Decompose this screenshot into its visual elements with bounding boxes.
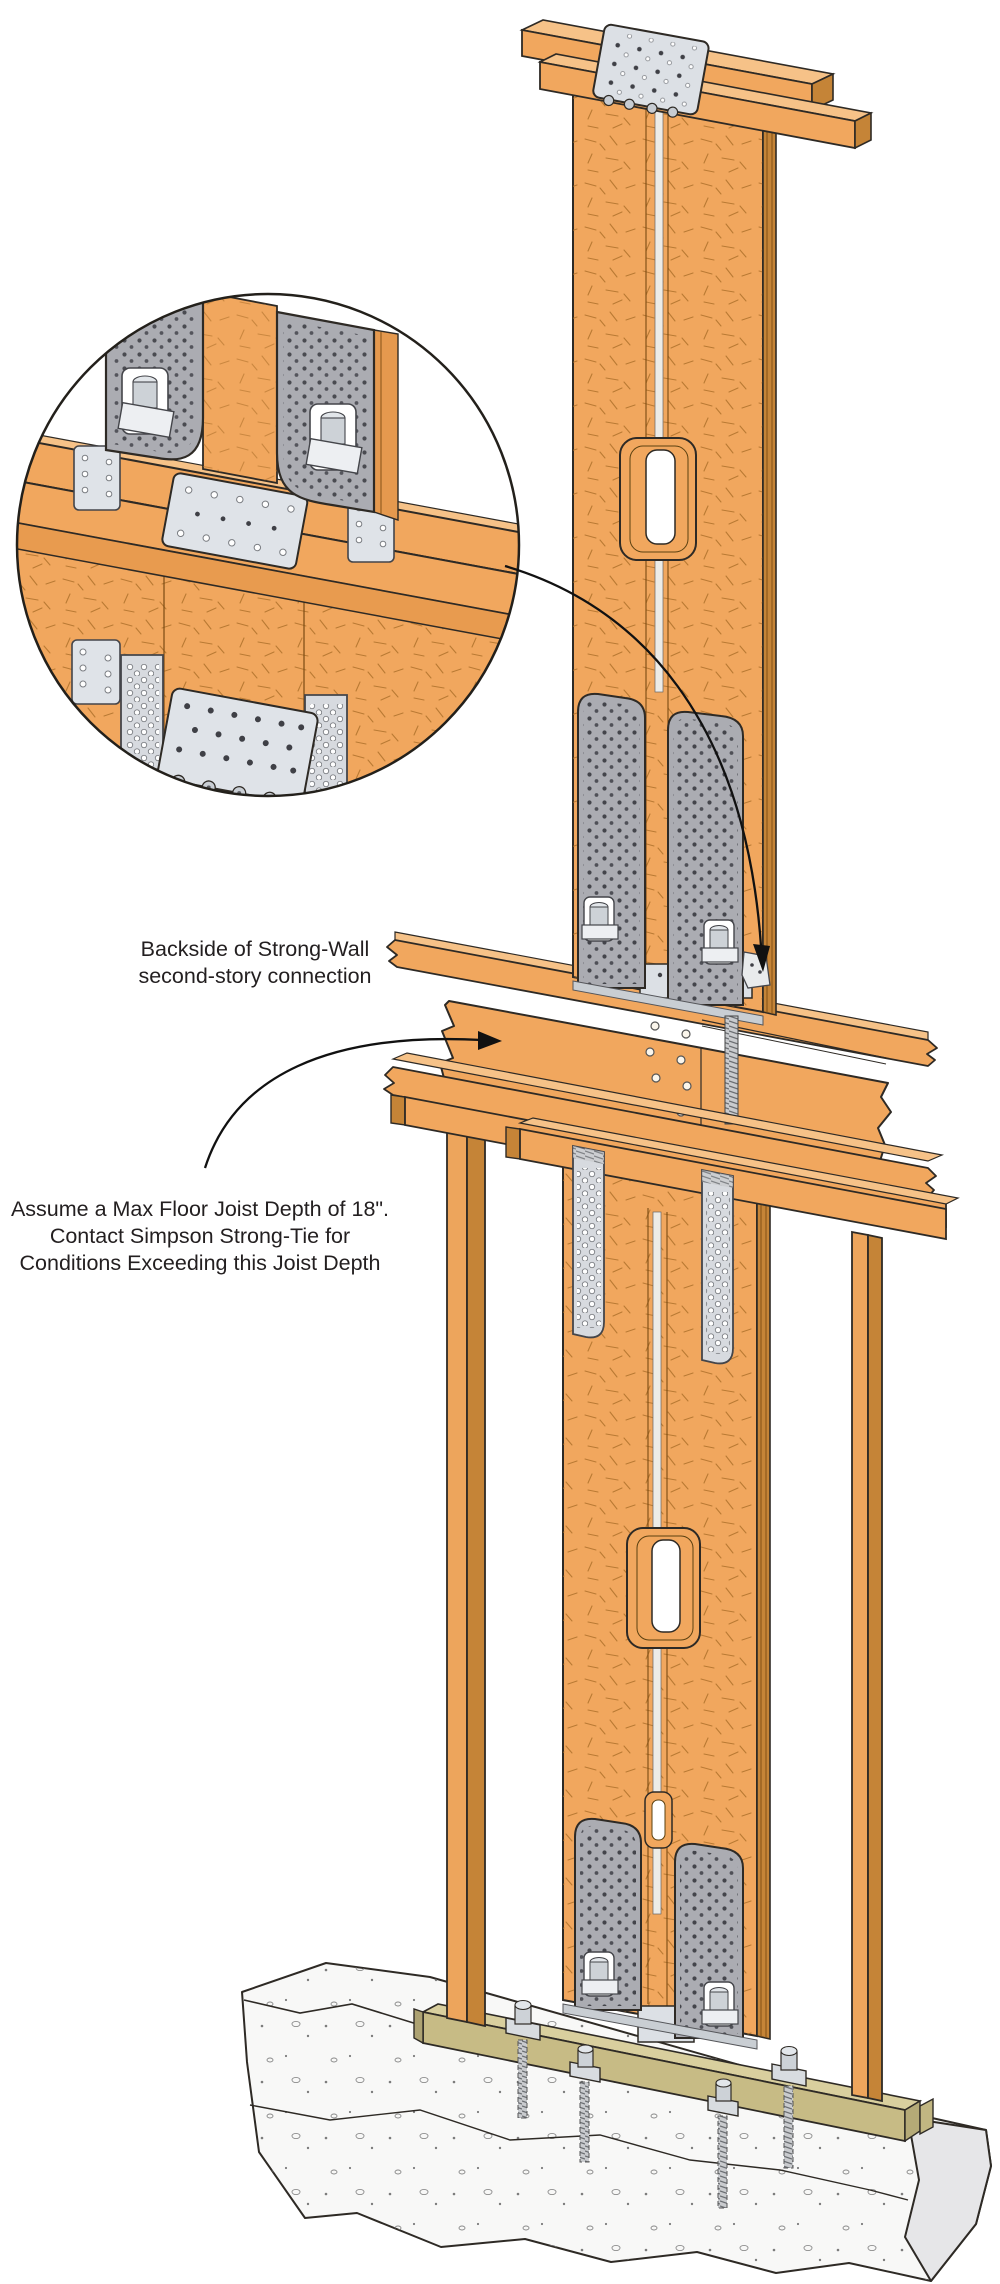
detail-strap-right bbox=[304, 694, 348, 796]
joist-depth-annotation: Assume a Max Floor Joist Depth of 18". C… bbox=[2, 1196, 398, 1277]
anchor-bolts bbox=[505, 1999, 807, 2209]
leader-to-joist-arrow bbox=[203, 1031, 502, 1169]
backside-annotation-line1: Backside of Strong-Wall bbox=[140, 937, 370, 961]
floor-framing bbox=[383, 1000, 960, 1365]
detail-holdown-left bbox=[104, 294, 205, 461]
joist-annotation-line2: Contact Simpson Strong-Tie for bbox=[49, 1224, 351, 1248]
connector-screws bbox=[603, 94, 679, 118]
base-anchor-strip bbox=[562, 2003, 758, 2050]
strap-first-right bbox=[701, 1168, 734, 1365]
detail-holdown-right bbox=[275, 310, 376, 514]
floor-threaded-rod bbox=[724, 1015, 739, 1125]
detail-band-plate bbox=[161, 472, 309, 570]
detail-strap-left bbox=[120, 654, 164, 796]
holdown-panel-second-right bbox=[667, 710, 744, 1006]
detail-circle-outline bbox=[15, 292, 521, 798]
anchor-bolt-1 bbox=[505, 1999, 541, 2119]
backside-annotation: Backside of Strong-Wall second-story con… bbox=[90, 936, 420, 990]
strap-first-left bbox=[572, 1144, 605, 1339]
anchor-bolt-4 bbox=[771, 2045, 807, 2169]
access-hole-second-story bbox=[619, 437, 697, 561]
holdown-panel-first-right bbox=[674, 1842, 744, 2039]
anchor-rod-3 bbox=[707, 2078, 739, 2209]
first-story-strong-wall bbox=[562, 1162, 771, 2050]
leader-to-connection-arrow bbox=[504, 564, 770, 972]
access-hole-first-story bbox=[626, 1527, 701, 1649]
right-stud bbox=[851, 1230, 883, 2103]
rod-slot bbox=[644, 1791, 673, 1849]
holdown-panel-second-left bbox=[577, 692, 646, 989]
top-connector-plate bbox=[592, 23, 710, 118]
holdown-panel-first-left bbox=[574, 1817, 642, 2011]
detail-circle bbox=[15, 292, 521, 798]
second-story-strong-wall bbox=[519, 19, 874, 1026]
joist-annotation-line3: Conditions Exceeding this Joist Depth bbox=[19, 1251, 381, 1275]
joist-annotation-line1: Assume a Max Floor Joist Depth of 18". bbox=[10, 1197, 390, 1221]
backside-annotation-line2: second-story connection bbox=[138, 964, 372, 988]
leader-arrows bbox=[203, 564, 770, 1169]
anchor-rod-2 bbox=[569, 2044, 601, 2163]
left-stud bbox=[446, 1106, 486, 2028]
